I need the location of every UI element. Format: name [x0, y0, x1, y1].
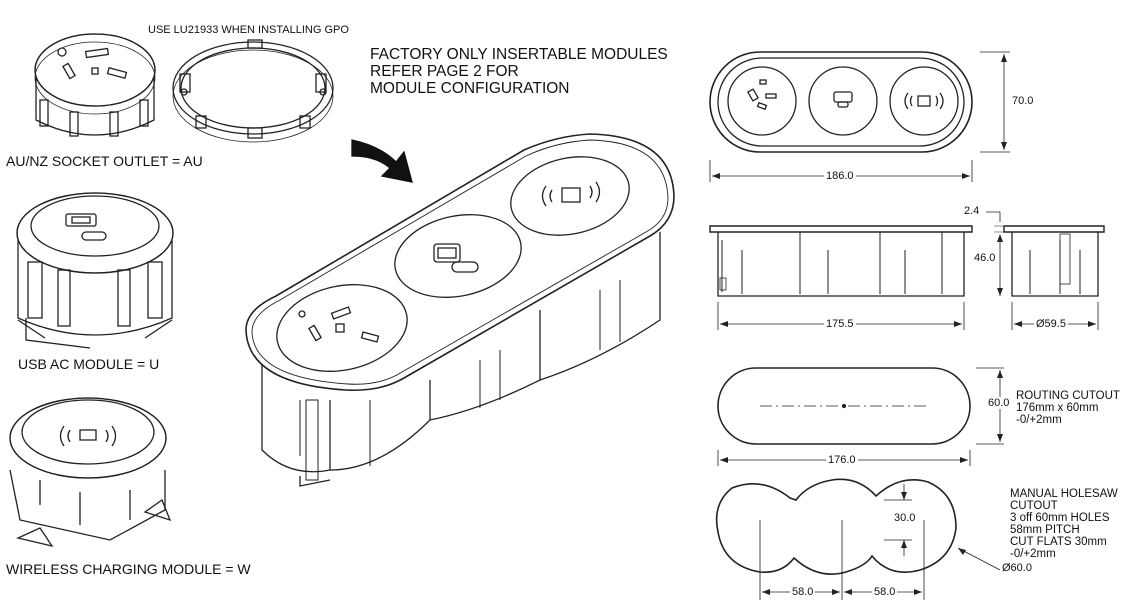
dim-hole-diameter: Ø60.0 — [1000, 562, 1034, 574]
holesaw-note-line-5: CUT FLATS 30mm — [1010, 536, 1107, 548]
module-u-label: USB AC MODULE = U — [18, 356, 160, 372]
usb-module-illustration — [16, 192, 174, 349]
dim-routing-width: 176.0 — [826, 454, 858, 466]
factory-heading-line-1: FACTORY ONLY INSERTABLE MODULES — [370, 46, 668, 63]
dim-lip: 2.4 — [962, 205, 982, 217]
dim-pitch-2: 58.0 — [872, 586, 898, 598]
holesaw-cutout-drawing — [715, 478, 1001, 600]
dim-routing-height: 60.0 — [986, 397, 1012, 409]
factory-heading: FACTORY ONLY INSERTABLE MODULES REFER PA… — [370, 46, 668, 97]
install-note: USE LU21933 WHEN INSTALLING GPO — [148, 24, 349, 36]
holesaw-note-line-2: CUTOUT — [1010, 500, 1058, 512]
grommet-assembly-illustration — [245, 133, 675, 487]
top-view-drawing — [709, 51, 1010, 182]
dim-body-width: 175.5 — [824, 318, 856, 330]
routing-note-line-1: ROUTING CUTOUT — [1016, 390, 1120, 402]
wireless-module-illustration — [9, 397, 172, 548]
dim-top-height: 70.0 — [1010, 95, 1036, 107]
holesaw-note-line-4: 58mm PITCH — [1010, 524, 1080, 536]
holesaw-note-line-6: -0/+2mm — [1010, 548, 1056, 560]
dim-holesaw-flat: 30.0 — [892, 512, 918, 524]
routing-note-line-2: 176mm x 60mm — [1016, 402, 1099, 414]
module-w-label: WIRELESS CHARGING MODULE = W — [6, 561, 251, 577]
dim-body-height: 46.0 — [972, 252, 998, 264]
au-socket-module-illustration — [34, 33, 156, 137]
factory-heading-line-3: MODULE CONFIGURATION — [370, 80, 570, 97]
holesaw-note-line-1: MANUAL HOLESAW — [1010, 488, 1118, 500]
holesaw-note: MANUAL HOLESAW CUTOUT 3 off 60mm HOLES 5… — [1010, 488, 1118, 560]
dim-pitch-1: 58.0 — [790, 586, 816, 598]
dim-end-diameter: Ø59.5 — [1034, 318, 1068, 330]
routing-note: ROUTING CUTOUT 176mm x 60mm -0/+2mm — [1016, 390, 1120, 426]
routing-cutout-drawing — [717, 367, 1004, 466]
module-au-label: AU/NZ SOCKET OUTLET = AU — [6, 153, 203, 169]
factory-heading-line-2: REFER PAGE 2 FOR — [370, 63, 519, 80]
dim-top-width: 186.0 — [824, 170, 856, 182]
holesaw-note-line-3: 3 off 60mm HOLES — [1010, 512, 1110, 524]
side-view-drawing — [709, 211, 1105, 330]
installation-ring-illustration — [172, 39, 334, 143]
curved-arrow-icon — [351, 139, 413, 183]
routing-note-line-3: -0/+2mm — [1016, 414, 1062, 426]
